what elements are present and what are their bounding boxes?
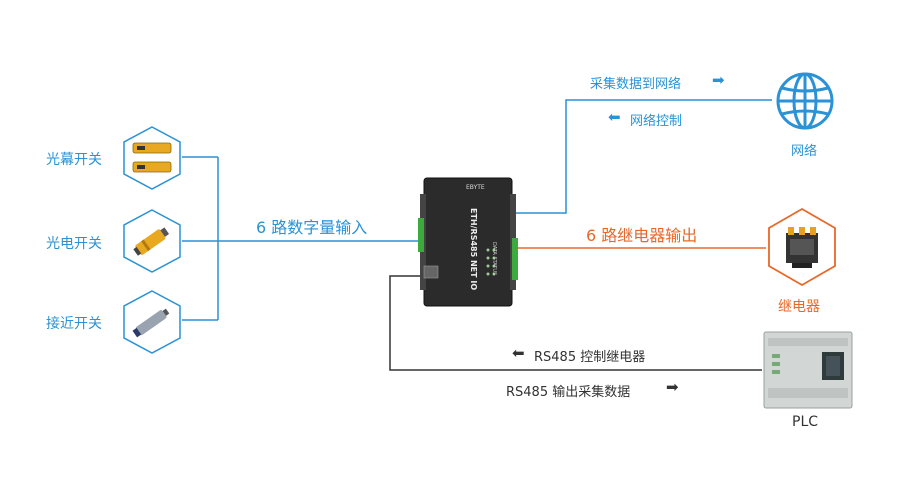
- control-arrow-icon: ⬅: [608, 108, 621, 126]
- plc-control-label: RS485 控制继电器: [534, 350, 646, 365]
- network-label: 网络: [791, 144, 818, 159]
- plc-label: PLC: [792, 414, 819, 430]
- photoelectric-sensor-icon: [123, 209, 181, 273]
- light-curtain-icon: [123, 126, 181, 190]
- plc-icon: [763, 331, 853, 409]
- device-model: ETH/RS485 NET IO: [469, 208, 478, 291]
- input-label-light-curtain: 光幕开关: [46, 152, 102, 168]
- network-control-label: 网络控制: [630, 114, 683, 129]
- upload-arrow-icon: ➡: [712, 71, 725, 89]
- net-io-device: [418, 177, 518, 307]
- plc-output-arrow-icon: ➡: [666, 378, 679, 396]
- plc-output-label: RS485 输出采集数据: [506, 385, 631, 400]
- globe-icon: [776, 72, 834, 130]
- input-label-photoelectric: 光电开关: [46, 236, 102, 252]
- relay-label: 继电器: [778, 299, 820, 315]
- proximity-sensor-icon: [123, 290, 181, 354]
- relay-icon: [768, 207, 836, 287]
- network-link-line: [514, 99, 772, 214]
- input-label-proximity: 接近开关: [46, 316, 102, 332]
- input-link-label: 6 路数字量输入: [256, 218, 368, 237]
- network-upload-label: 采集数据到网络: [590, 77, 682, 92]
- plc-link-line: [389, 275, 762, 371]
- plc-control-arrow-icon: ⬅: [512, 344, 525, 362]
- device-status-label: DATA STATUS: [491, 242, 497, 276]
- relay-link-label: 6 路继电器输出: [586, 226, 698, 245]
- device-brand: EBYTE: [466, 184, 485, 191]
